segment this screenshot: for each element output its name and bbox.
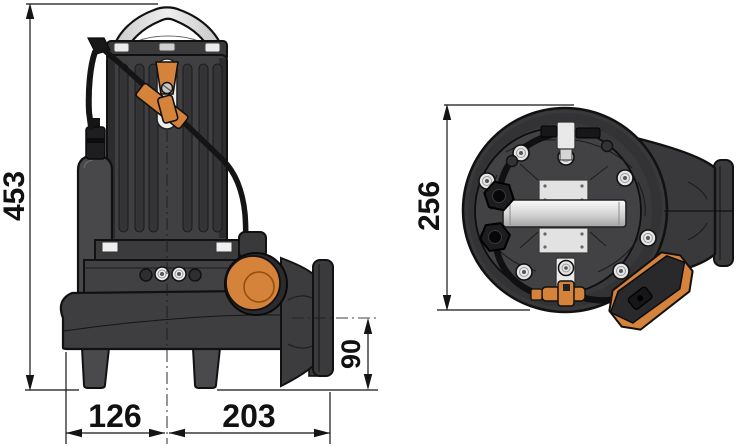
dim-outlet-height: 90 (336, 318, 373, 390)
arrow-up-icon (442, 104, 452, 120)
top-outlet-flange (713, 159, 734, 267)
arrow-left-icon (66, 428, 82, 438)
arrow-left-icon (169, 428, 185, 438)
arrow-down-icon (363, 374, 373, 390)
cable-clamp (135, 61, 189, 130)
discharge-outlet (280, 256, 334, 388)
arrow-right-icon (314, 428, 330, 438)
dim-overall-height-label: 453 (0, 171, 31, 221)
dim-base-right-label: 203 (222, 398, 275, 434)
arrow-up-icon (363, 318, 373, 334)
gland-nut-upper (483, 180, 515, 212)
dim-top-view-height-label: 256 (413, 181, 446, 231)
arrow-up-icon (25, 3, 35, 19)
arrow-down-icon (25, 375, 35, 391)
dim-top-view-height: 256 (413, 104, 574, 311)
dim-overall-height: 453 (0, 3, 378, 391)
float-ball (224, 231, 288, 316)
top-cable-gland (540, 121, 601, 161)
dim-base-left-label: 126 (88, 398, 141, 434)
nameplate-bottom (538, 227, 589, 254)
bottom-cable-clamp (530, 257, 586, 307)
top-handle-bar (502, 199, 627, 228)
dim-base-widths: 126 203 (65, 352, 331, 444)
seal-bolts (139, 266, 202, 282)
side-view (59, 6, 378, 444)
arrow-down-icon (442, 295, 452, 311)
dimension-annotations: 453 126 203 90 2 (0, 3, 574, 444)
gland-nut-lower (479, 222, 511, 252)
top-float-switch (608, 251, 694, 331)
arrow-right-icon (149, 428, 165, 438)
top-view (461, 106, 734, 331)
dim-outlet-height-label: 90 (336, 339, 366, 369)
